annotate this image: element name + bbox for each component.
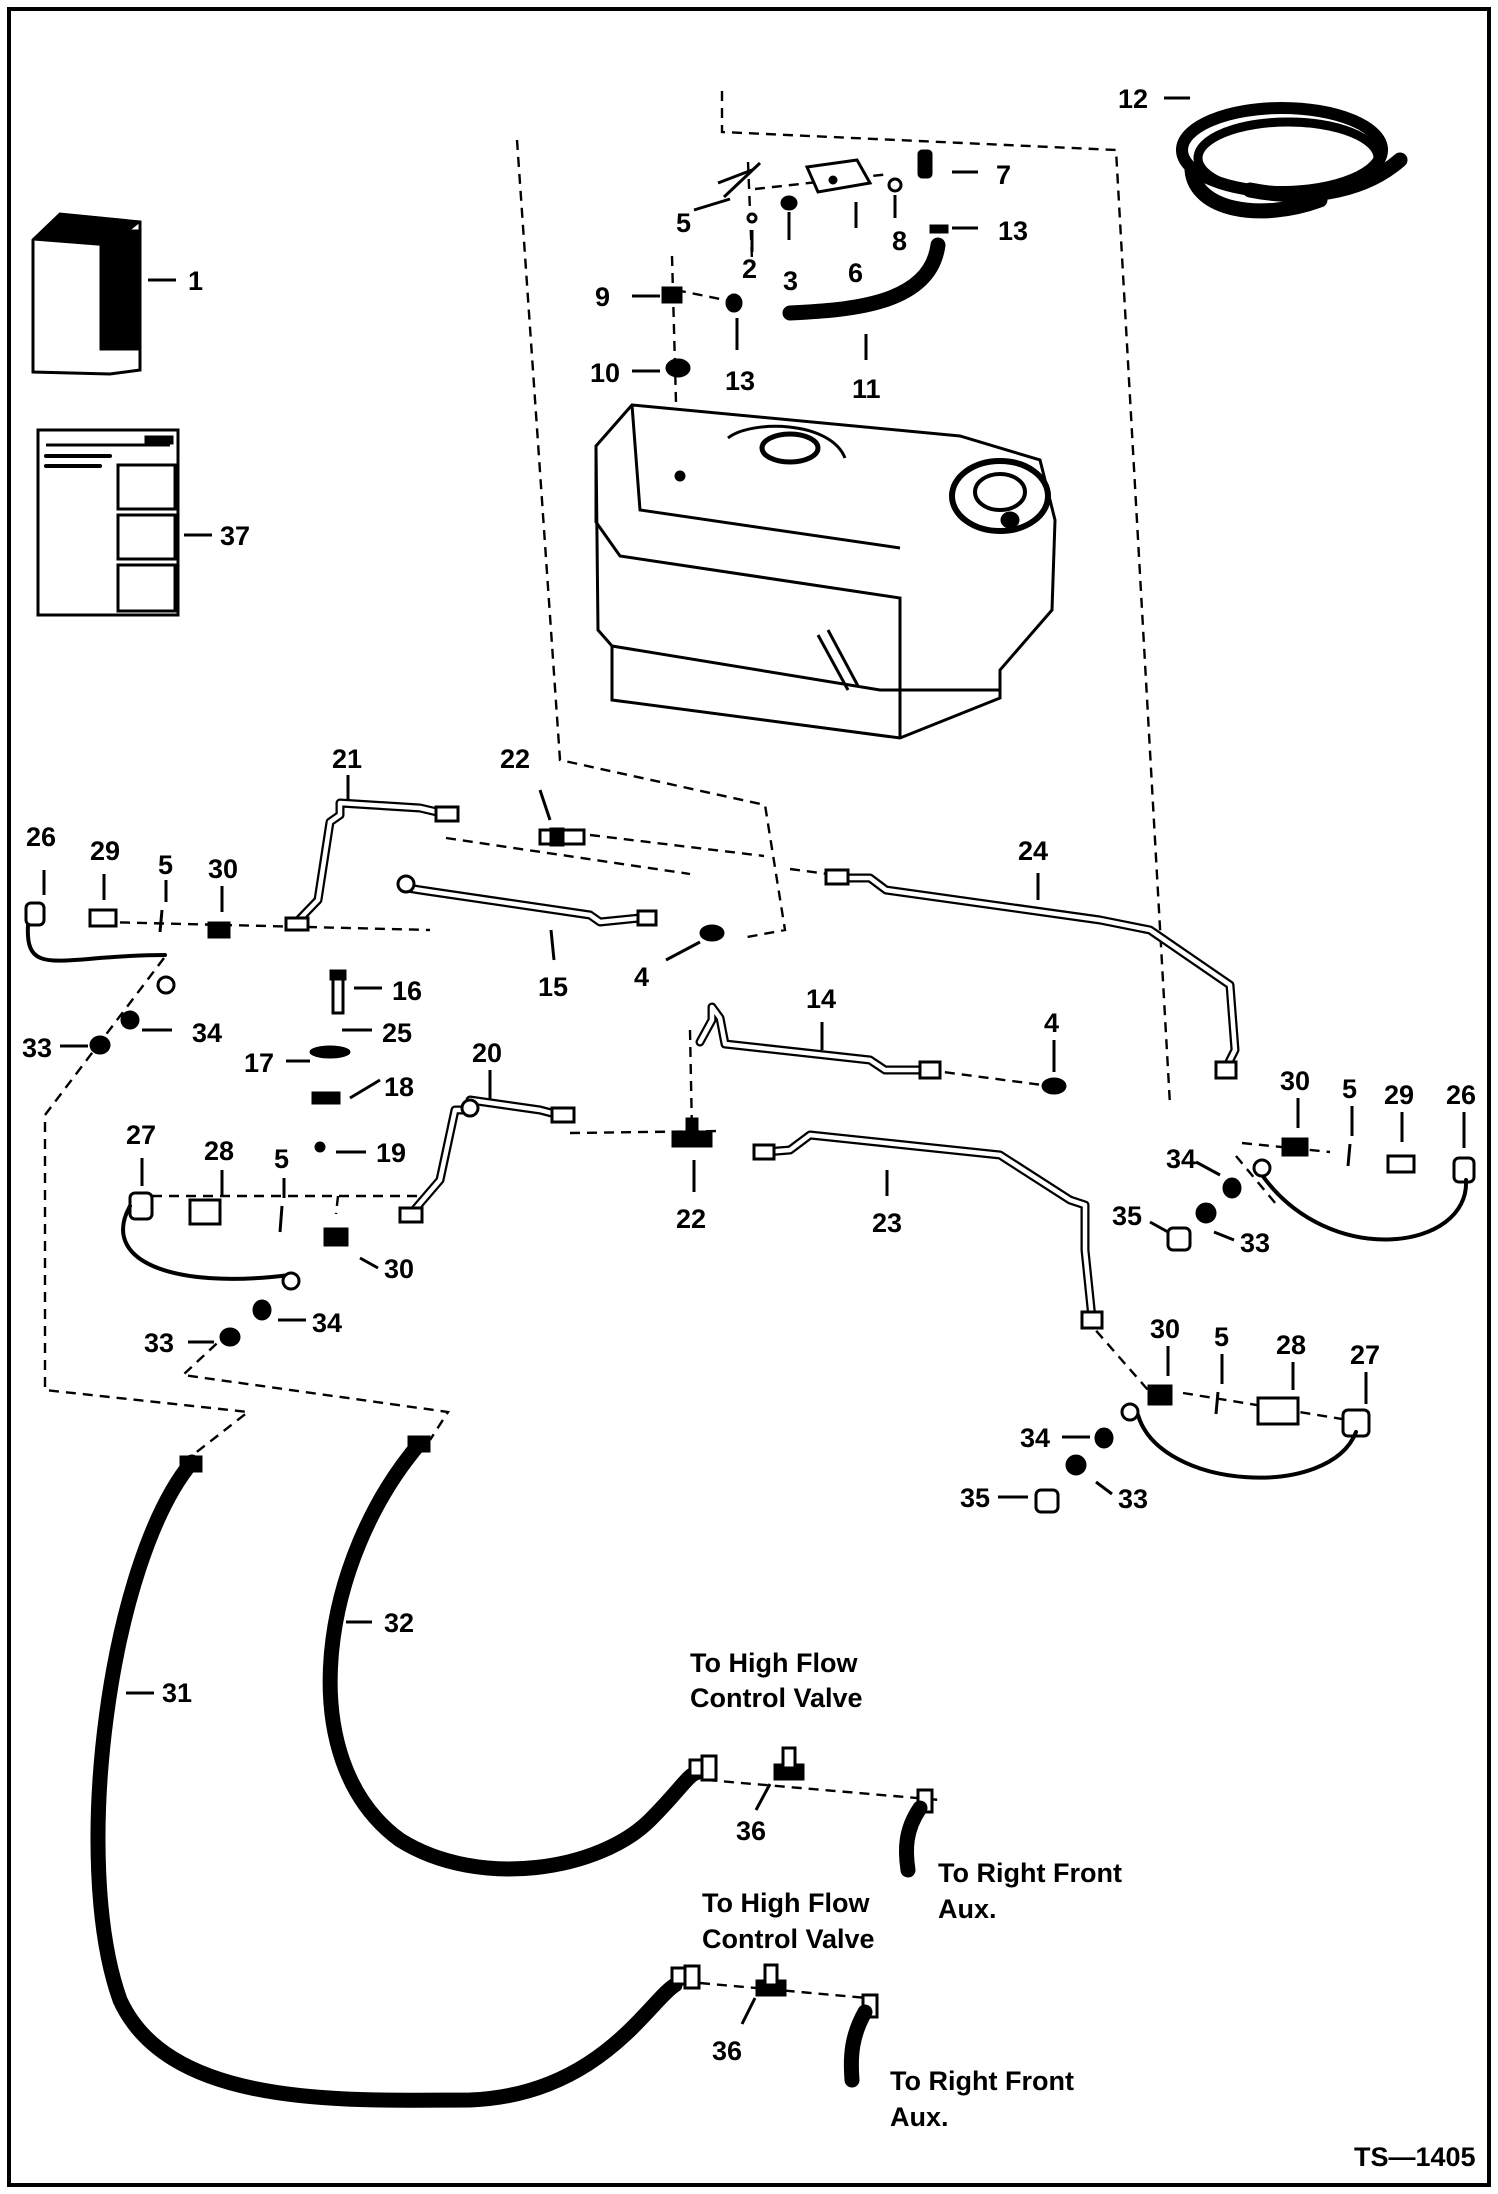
- label-35: 35: [960, 1483, 990, 1513]
- label-36: 36: [736, 1816, 766, 1846]
- tube-21: [284, 775, 460, 932]
- note-right-front-1-line2: Aux.: [938, 1894, 997, 1924]
- dashed-leaders: [43, 91, 1361, 2001]
- label-34: 34: [312, 1308, 342, 1338]
- label-4: 4: [634, 962, 649, 992]
- label-34: 34: [192, 1018, 222, 1048]
- tube-15: [396, 874, 725, 962]
- label-32: 32: [384, 1608, 414, 1638]
- note-high-flow-2-line2: Control Valve: [702, 1924, 875, 1954]
- frame-border: [7, 7, 1491, 2187]
- part-37-manual: [36, 428, 212, 617]
- tank-fittings: [632, 237, 946, 378]
- part-12-coiled-hose: [1164, 96, 1408, 219]
- label-30: 30: [1280, 1066, 1310, 1096]
- tee-36-upper: [688, 1746, 934, 1878]
- label-16: 16: [392, 976, 422, 1006]
- note-high-flow-2-line1: To High Flow: [702, 1888, 870, 1918]
- coupler-group-lower-left: [121, 1158, 379, 1347]
- tube-20: [398, 1070, 576, 1224]
- coupler-group-lower-right: [998, 1346, 1371, 1514]
- label-20: 20: [472, 1038, 502, 1068]
- figure-code: TS—1405: [1354, 2142, 1476, 2172]
- label-17: 17: [244, 1048, 274, 1078]
- tee-36-lower: [670, 1963, 879, 2088]
- part-22-upper: [538, 789, 586, 847]
- hoses-31-32: [90, 1435, 704, 2108]
- label-23: 23: [872, 1208, 902, 1238]
- valve-assembly: [286, 969, 382, 1154]
- label-34: 34: [1020, 1423, 1050, 1453]
- label-5: 5: [1342, 1074, 1357, 1104]
- note-high-flow-1-line1: To High Flow: [690, 1648, 858, 1678]
- label-7: 7: [996, 160, 1011, 190]
- label-29: 29: [90, 836, 120, 866]
- label-22: 22: [676, 1204, 706, 1234]
- label-33: 33: [1118, 1484, 1148, 1514]
- label-37: 37: [220, 521, 250, 551]
- label-6: 6: [848, 258, 863, 288]
- label-30: 30: [384, 1254, 414, 1284]
- label-27: 27: [126, 1120, 156, 1150]
- part-22-tee: [671, 1117, 713, 1192]
- coupler-group-upper-left: [24, 870, 231, 1055]
- note-right-front-1-line1: To Right Front: [938, 1858, 1122, 1888]
- label-24: 24: [1018, 836, 1048, 866]
- label-31: 31: [162, 1678, 192, 1708]
- label-13: 13: [725, 366, 755, 396]
- note-right-front-2-line2: Aux.: [890, 2102, 949, 2132]
- label-1: 1: [188, 266, 203, 296]
- part-labels: 1 37 12 5 2 3 6 8 7 13 9 10 13 11 21 22 …: [22, 84, 1476, 2066]
- label-36: 36: [712, 2036, 742, 2066]
- label-26: 26: [26, 822, 56, 852]
- tube-23: [752, 1130, 1104, 1330]
- label-29: 29: [1384, 1080, 1414, 1110]
- label-15: 15: [538, 972, 568, 1002]
- part-1-box: [31, 212, 176, 376]
- label-21: 21: [332, 744, 362, 774]
- tube-24: [824, 868, 1240, 1080]
- coupler-group-upper-right: [1149, 1098, 1476, 1252]
- label-19: 19: [376, 1138, 406, 1168]
- label-22: 22: [500, 744, 530, 774]
- tube-14: [695, 1002, 1067, 1095]
- label-28: 28: [1276, 1330, 1306, 1360]
- top-fittings: [693, 149, 978, 252]
- label-14: 14: [806, 984, 836, 1014]
- label-30: 30: [208, 854, 238, 884]
- label-13: 13: [998, 216, 1028, 246]
- label-26: 26: [1446, 1080, 1476, 1110]
- label-2: 2: [742, 254, 757, 284]
- label-3: 3: [783, 266, 798, 296]
- label-5: 5: [158, 850, 173, 880]
- label-25: 25: [382, 1018, 412, 1048]
- label-10: 10: [590, 358, 620, 388]
- note-high-flow-1-line2: Control Valve: [690, 1683, 863, 1713]
- label-27: 27: [1350, 1340, 1380, 1370]
- hydraulic-tank: [594, 403, 1057, 740]
- label-28: 28: [204, 1136, 234, 1166]
- label-35: 35: [1112, 1201, 1142, 1231]
- label-8: 8: [892, 226, 907, 256]
- label-5: 5: [1214, 1322, 1229, 1352]
- label-9: 9: [595, 282, 610, 312]
- label-11: 11: [852, 374, 881, 404]
- label-33: 33: [1240, 1228, 1270, 1258]
- label-33: 33: [144, 1328, 174, 1358]
- label-5: 5: [676, 208, 691, 238]
- label-33: 33: [22, 1033, 52, 1063]
- label-30: 30: [1150, 1314, 1180, 1344]
- label-5: 5: [274, 1144, 289, 1174]
- note-right-front-2-line1: To Right Front: [890, 2066, 1074, 2096]
- label-18: 18: [384, 1072, 414, 1102]
- label-34: 34: [1166, 1144, 1196, 1174]
- label-12: 12: [1118, 84, 1148, 114]
- notes: To High Flow Control Valve To Right Fron…: [690, 1648, 1476, 2172]
- label-4: 4: [1044, 1008, 1059, 1038]
